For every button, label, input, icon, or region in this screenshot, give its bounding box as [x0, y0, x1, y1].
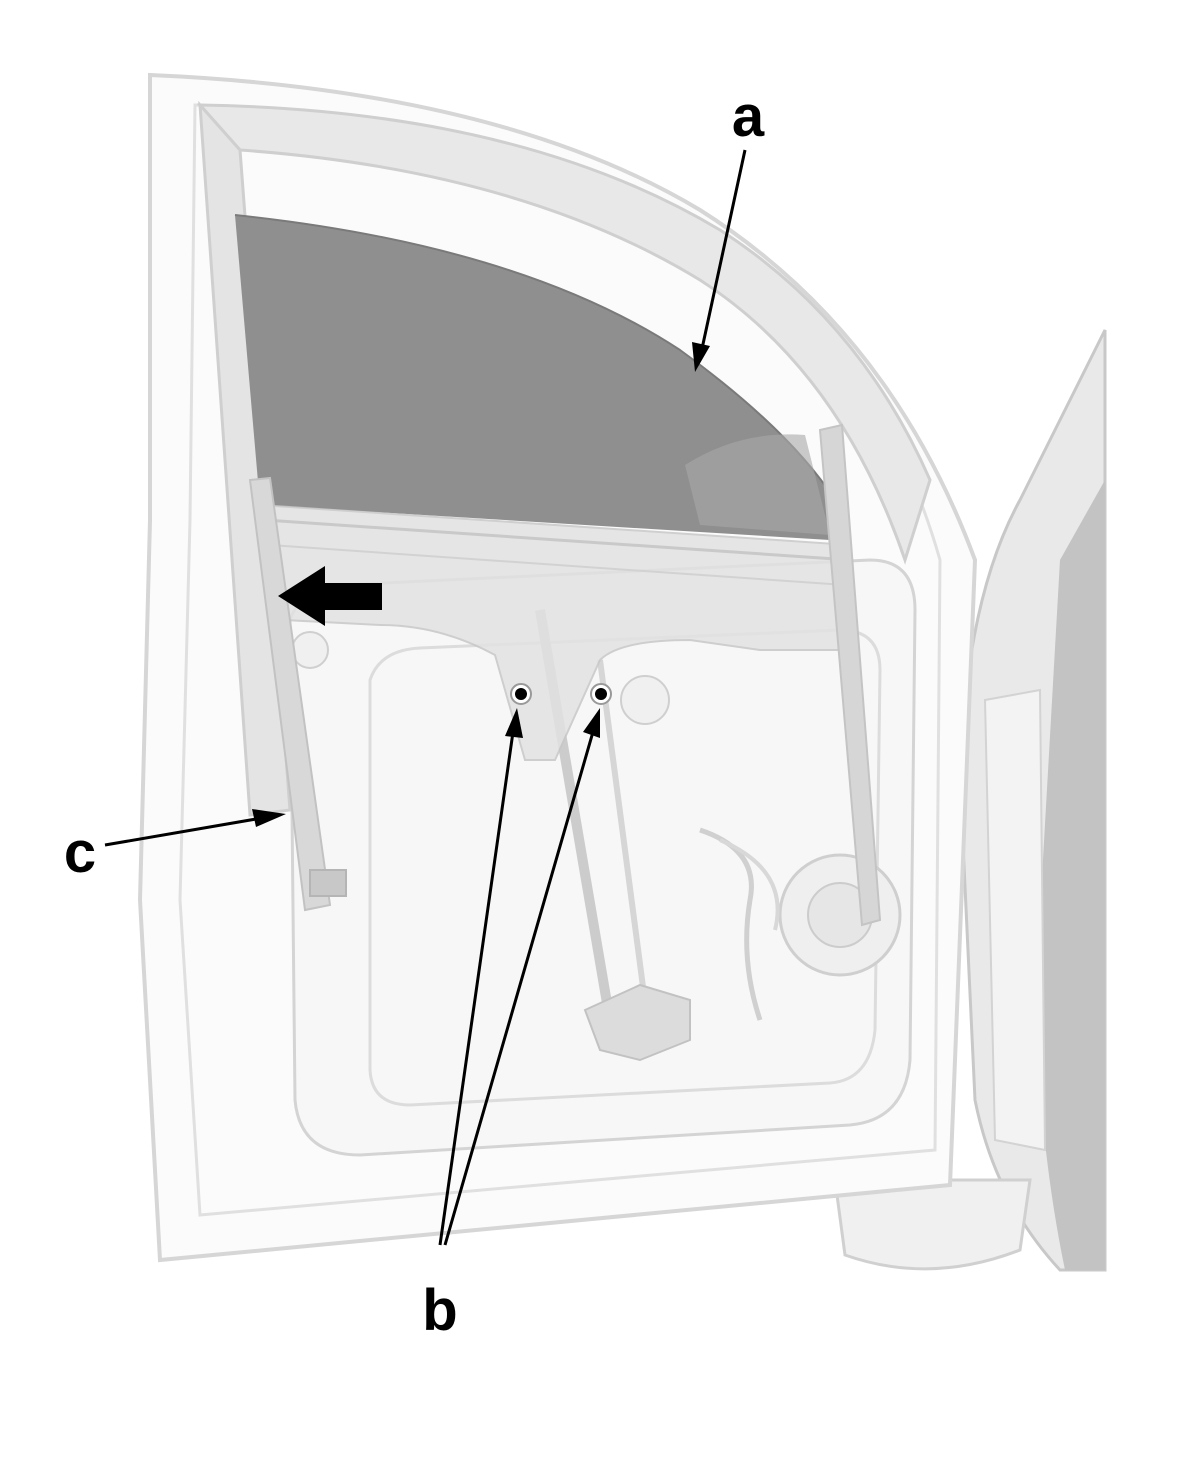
- rocker-panel: [833, 1178, 1032, 1271]
- leader-line-b-1: [438, 717, 517, 1246]
- callout-b: b: [422, 1278, 457, 1343]
- arrowhead-c: [252, 809, 286, 827]
- arrow-heads: [252, 342, 710, 827]
- leader-line-a: [698, 149, 747, 359]
- bolt-point-2-center: [595, 688, 607, 700]
- arrowhead-b-2: [583, 708, 600, 738]
- leader-line-c: [104, 816, 263, 847]
- window-frame: [196, 100, 932, 817]
- rear-run-channel: [818, 423, 882, 927]
- direction-arrow-icon: [278, 566, 382, 626]
- callout-c: c: [64, 820, 96, 885]
- front-run-channel: [248, 476, 347, 912]
- open-door-panel: [958, 329, 1107, 1272]
- arrowhead-a: [692, 342, 710, 372]
- leader-line-b-2: [443, 717, 599, 1246]
- glass-carrier: [258, 503, 851, 761]
- bolt-markers: [510, 683, 612, 705]
- bolt-point-1-center: [515, 688, 527, 700]
- arrowhead-b-1: [505, 708, 523, 738]
- leader-lines: [104, 149, 747, 1246]
- door-glass: [234, 214, 836, 540]
- callout-a: a: [732, 84, 765, 149]
